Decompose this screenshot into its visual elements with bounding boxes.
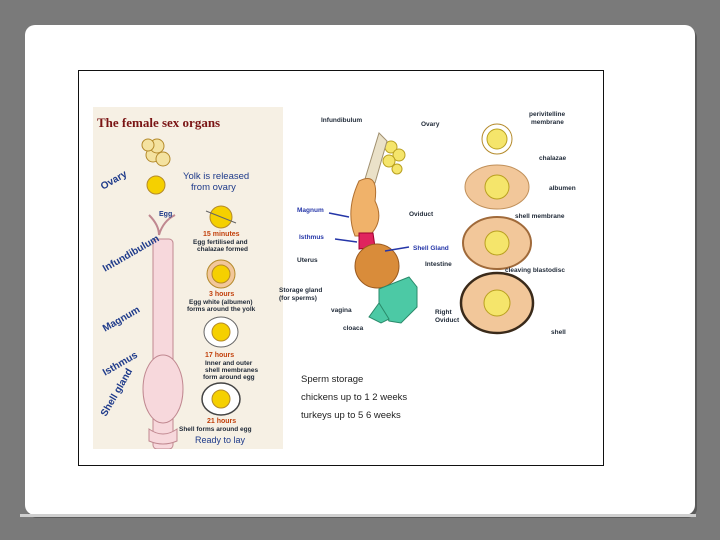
panel-title: The female sex organs [97, 115, 221, 130]
label-shell-gland-mid: Shell Gland [413, 245, 449, 252]
label-magnum-mid: Magnum [297, 207, 324, 214]
label-cleaving-blastodisc: cleaving blastodisc [505, 267, 565, 274]
sperm-chickens: chickens up to 1 2 weeks [301, 392, 408, 403]
magnum-coil [350, 178, 380, 237]
stage-3-line2: shell membranes [205, 367, 259, 374]
label-intestine-mid: Intestine [425, 261, 452, 268]
magnum-arrow [328, 212, 350, 218]
stage-4-time: 21 hours [207, 418, 237, 425]
shell-gland-arrow [384, 246, 410, 252]
left-panel: The female sex organs Ovary Infundibulum… [93, 107, 283, 449]
infundibulum-funnel [148, 214, 176, 236]
egg-label: Egg [159, 211, 173, 218]
label-vagina: vagina [331, 307, 352, 314]
stage-4-line1: Shell forms around egg [179, 426, 252, 433]
figure: The female sex organs Ovary Infundibulum… [78, 70, 604, 466]
reproductive-tract-diagram [328, 123, 535, 335]
stage-egg-2-yolk [211, 264, 231, 284]
stage-egg-3-yolk [211, 322, 231, 342]
ovary-follicle [141, 138, 155, 152]
oviduct-diagram [141, 138, 241, 449]
label-for-sperms: (for sperms) [279, 295, 317, 302]
yolk-note: Yolk is released [183, 171, 250, 182]
label-membrane: membrane [531, 119, 564, 126]
label-perivitelline: perivitelline [529, 111, 566, 118]
ovary-follicle [382, 154, 396, 168]
isthmus-arrow [334, 238, 358, 243]
right-egg-4-yolk [483, 289, 511, 317]
stage-3-time: 17 hours [205, 352, 235, 359]
sperm-storage-title: Sperm storage [301, 374, 364, 385]
label-storage-gland: Storage gland [279, 287, 323, 294]
label-right-oviduct: Oviduct [435, 317, 460, 324]
released-yolk [146, 175, 166, 195]
stage-2-line1: Egg white (albumen) [189, 299, 253, 306]
label-shell: shell [551, 329, 566, 336]
stage-1-line1: Egg fertilised and [193, 239, 248, 246]
stage-1-line2: chalazae formed [197, 246, 248, 253]
stage-egg-4-yolk [211, 389, 231, 409]
slide-shadow-line [20, 514, 696, 517]
shell-gland-bulge [142, 354, 184, 424]
label-chalazae: chalazae [539, 155, 567, 162]
sperm-turkeys: turkeys up to 5 6 weeks [301, 410, 401, 421]
label-right: Right [435, 309, 452, 316]
stage-3-line1: Inner and outer [205, 360, 253, 367]
label-shell-membrane: shell membrane [515, 213, 565, 220]
label-oviduct-mid: Oviduct [409, 211, 434, 218]
label-ovary-mid: Ovary [421, 121, 440, 128]
vagina [148, 428, 178, 445]
stage-2-time: 3 hours [209, 291, 235, 298]
stage-2-line2: forms around the yolk [187, 306, 256, 313]
cloaca-shape [368, 302, 390, 324]
label-uterus-mid: Uterus [297, 257, 318, 264]
label-cloaca: cloaca [343, 325, 364, 332]
yolk-note-2: from ovary [191, 182, 236, 193]
label-infundibulum-mid: Infundibulum [321, 117, 363, 124]
right-egg-2-yolk [484, 174, 510, 200]
ovary-follicle [391, 163, 403, 175]
ovary-follicle [392, 148, 406, 162]
label-isthmus-mid: Isthmus [299, 234, 324, 241]
stage-3-line3: form around egg [203, 374, 255, 381]
right-egg-3-yolk [484, 230, 510, 256]
ready-label: Ready to lay [195, 435, 246, 445]
uterus-shape [354, 243, 400, 289]
right-egg-1-yolk [486, 128, 508, 150]
ovary-follicle [155, 151, 171, 167]
label-albumen: albumen [549, 185, 576, 192]
stage-1-time: 15 minutes [203, 231, 240, 238]
chalaza-line [205, 210, 237, 224]
